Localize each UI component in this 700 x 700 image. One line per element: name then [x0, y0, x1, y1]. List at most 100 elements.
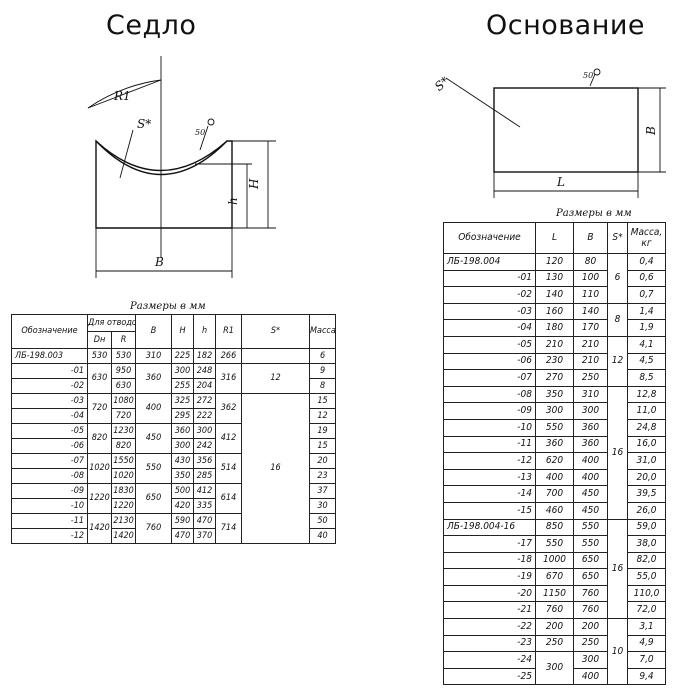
cell-mass: 1,4	[627, 302, 666, 321]
table-row: ЛБ-198.004-16 850 550 16 59,0	[443, 518, 666, 620]
cell-designation: -09	[11, 483, 88, 499]
cell-b: 760	[573, 601, 608, 620]
cell-b: 210	[573, 352, 608, 371]
roughness-leader	[199, 125, 209, 151]
cell-s: 12	[607, 335, 628, 387]
cell-dn: 720	[87, 393, 112, 424]
cell-b: 80	[573, 253, 608, 271]
cell-designation: -21	[443, 601, 536, 620]
s-label: S*	[432, 74, 452, 94]
cell-b: 550	[573, 518, 608, 537]
table-row: -22 200 200 10 3,1	[443, 618, 666, 686]
cell-mass: 12	[309, 408, 337, 424]
cell-H: 500	[171, 483, 195, 499]
cell-h: 272	[193, 393, 217, 409]
B-label: B	[644, 126, 658, 136]
cell-h: 370	[193, 528, 217, 544]
header-for-pipes: Для отводов	[86, 314, 137, 332]
cell-b: 400	[573, 468, 608, 487]
cell-l: 400	[535, 468, 574, 487]
cell-r: 950	[110, 363, 137, 379]
table-row: -19 670 650 55,0	[443, 568, 666, 586]
table-row: -10 550 360 24,8	[443, 418, 666, 437]
table-row: -17 550 550 38,0	[443, 535, 666, 553]
table-row: ЛБ-198.003 530 530 310 225 182 266 6	[11, 348, 337, 364]
header-s: S*	[241, 314, 311, 349]
cell-mass: 110,0	[627, 584, 666, 603]
L-label: L	[556, 175, 565, 189]
table-row: -04 720 295 222 12	[11, 408, 337, 424]
cell-mass: 0,4	[627, 253, 666, 271]
cell-b: 300	[573, 651, 608, 669]
cell-dn: 1420	[87, 513, 112, 544]
cell-designation: -07	[443, 369, 536, 387]
header-mass: Масса, кг	[627, 222, 666, 254]
cell-l: 250	[535, 634, 574, 653]
base-plate	[493, 87, 639, 173]
cell-r1: 514	[215, 453, 243, 484]
cell-l: 850	[535, 518, 574, 537]
cell-H: 300	[171, 363, 195, 379]
cell-designation: -09	[443, 402, 536, 420]
table-row: -06 230 210 4,5	[443, 352, 666, 371]
table-row: -21 760 760 72,0	[443, 601, 666, 620]
cell-mass: 16,0	[627, 435, 666, 454]
header-h: h	[193, 314, 217, 349]
cell-mass: 15	[309, 393, 337, 409]
cell-h: 412	[193, 483, 217, 499]
cell-l: 120	[535, 253, 574, 271]
cell-b: 310	[135, 348, 173, 364]
cell-H: 295	[171, 408, 195, 424]
table-row: -06 820 300 242 15	[11, 438, 337, 454]
cell-dn: 530	[87, 348, 112, 364]
cell-designation: -10	[443, 418, 536, 437]
cell-designation: -06	[443, 352, 536, 371]
table-row: -15 460 450 26,0	[443, 501, 666, 520]
table-row: -03 720 1080 400 325 272 362 16 15	[11, 393, 337, 544]
saddle-title: Седло	[106, 10, 197, 41]
cell-dn: 630	[87, 363, 112, 394]
cell-b: 450	[573, 485, 608, 503]
cell-mass: 59,0	[627, 518, 666, 537]
table-row: -11 360 360 16,0	[443, 435, 666, 454]
cell-h: 335	[193, 498, 217, 514]
cell-l: 270	[535, 369, 574, 387]
roughness-symbol	[593, 68, 601, 76]
cell-r1: 362	[215, 393, 243, 424]
cell-s: 10	[607, 618, 628, 686]
cell-designation: -04	[11, 408, 88, 424]
header-b: B	[135, 314, 173, 349]
cell-designation: -04	[443, 319, 536, 337]
cell-H: 325	[171, 393, 195, 409]
header-H: H	[171, 314, 195, 349]
cell-mass: 0,6	[627, 269, 666, 288]
table-row: -11 1420 2130 760 590 470 714 50	[11, 513, 337, 544]
base-table: Обозначение L B S* Масса, кг ЛБ-198.004 …	[443, 222, 666, 686]
cell-b: 400	[573, 452, 608, 470]
cell-s: 6	[607, 253, 628, 304]
table-row: -02 140 110 0,7	[443, 286, 666, 304]
table-row: -08 1020 350 285 23	[11, 468, 337, 484]
cell-l: 350	[535, 385, 574, 404]
cell-mass: 19	[309, 423, 337, 439]
table-row: -25 400 9,4	[443, 667, 666, 686]
cell-r: 1230	[110, 423, 137, 439]
cell-s: 12	[241, 363, 311, 394]
cell-dn: 1020	[87, 453, 112, 484]
cell-H: 360	[171, 423, 195, 439]
table-row: -04 180 170 1,9	[443, 319, 666, 337]
cell-b: 550	[573, 535, 608, 553]
cell-h: 222	[193, 408, 217, 424]
table-row: -13 400 400 20,0	[443, 468, 666, 487]
cell-mass: 3,1	[627, 618, 666, 636]
header-designation: Обозначение	[443, 222, 536, 254]
B-label: B	[154, 255, 164, 269]
cell-designation: -02	[11, 378, 88, 394]
cell-b: 250	[573, 369, 608, 387]
cell-s: 16	[241, 393, 311, 544]
cell-r: 1420	[110, 528, 137, 544]
cell-H: 225	[171, 348, 195, 364]
table-row: -05 210 210 12 4,1	[443, 335, 666, 387]
cell-l: 130	[535, 269, 574, 288]
cell-r: 1830	[110, 483, 137, 499]
